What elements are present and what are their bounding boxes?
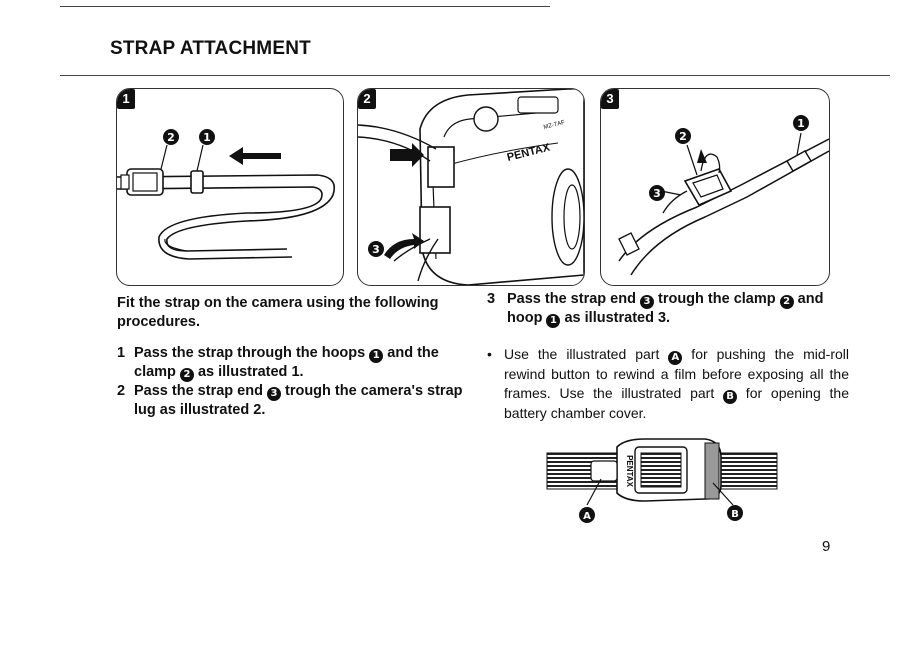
step-text: Pass the strap through the hoops [134,345,370,361]
callout-1: 1 [203,131,211,144]
callout-badge: 2 [179,368,194,382]
illustration-panel-1: 2 1 1 [116,88,344,286]
label-a: A [583,511,591,522]
callout-badge: 1 [546,314,561,328]
callout-badge: 3 [639,295,654,309]
note-text: for opening the battery chamber cover. [504,384,850,421]
page-title: STRAP ATTACHMENT [110,38,311,59]
clamp-threading-illustration: 2 1 3 [618,115,829,276]
callout-1: 1 [797,117,805,130]
panel-number: 2 [358,89,376,109]
step-text: and hoop [507,291,824,326]
panel-number: 1 [117,89,135,109]
step-item: 2 Pass the strap end 3 trough the camera'… [117,382,477,420]
callout-badge: 2 [779,295,794,309]
note-bullet: • Use the illustrated part A for pushing … [487,345,849,422]
note-text: Use the illustrated part [504,346,669,362]
title-rule [60,75,890,76]
top-rule [60,6,550,7]
strap-hoop-illustration: 2 1 [117,129,336,260]
step-text: Pass the strap end [134,383,267,399]
camera-strap-lug-illustration: PENTAX MZ-7AF 3 [358,89,584,285]
callout-badge: 3 [266,387,281,401]
camera-model: MZ-7AF [543,120,566,131]
part-badge: A [668,351,683,365]
callout-badge: 1 [369,349,384,363]
part-badge: B [723,389,738,404]
detail-brand: PENTAX [625,455,634,488]
callout-2: 2 [167,131,175,144]
label-b: B [731,509,739,520]
callout-3: 3 [372,243,380,256]
step-text: and the clamp [134,345,439,380]
step-number: 2 [117,383,126,399]
callout-2: 2 [679,130,687,143]
step-number: 1 [117,345,126,361]
clamp-detail-illustration: PENTAX A B [546,438,778,523]
step-text: as illustrated 1. [193,364,304,380]
illustration-panel-3: 2 1 3 3 [600,88,830,286]
intro-text: Fit the strap on the camera using the fo… [117,295,439,330]
callout-3: 3 [653,187,661,200]
panel-number: 3 [601,89,619,109]
step-text: as illustrated 3. [560,310,671,326]
page-number: 9 [822,538,831,555]
step-text: trough the camera's strap lug as illustr… [134,383,463,418]
step-text: Pass the strap end [507,291,640,307]
illustration-panel-2: PENTAX MZ-7AF 3 2 [357,88,585,286]
note-text: for pushing the mid-roll rewind button t… [504,346,849,401]
step-number: 3 [487,291,496,307]
step-text: trough the clamp [653,291,780,307]
bullet-dot: • [487,346,492,362]
